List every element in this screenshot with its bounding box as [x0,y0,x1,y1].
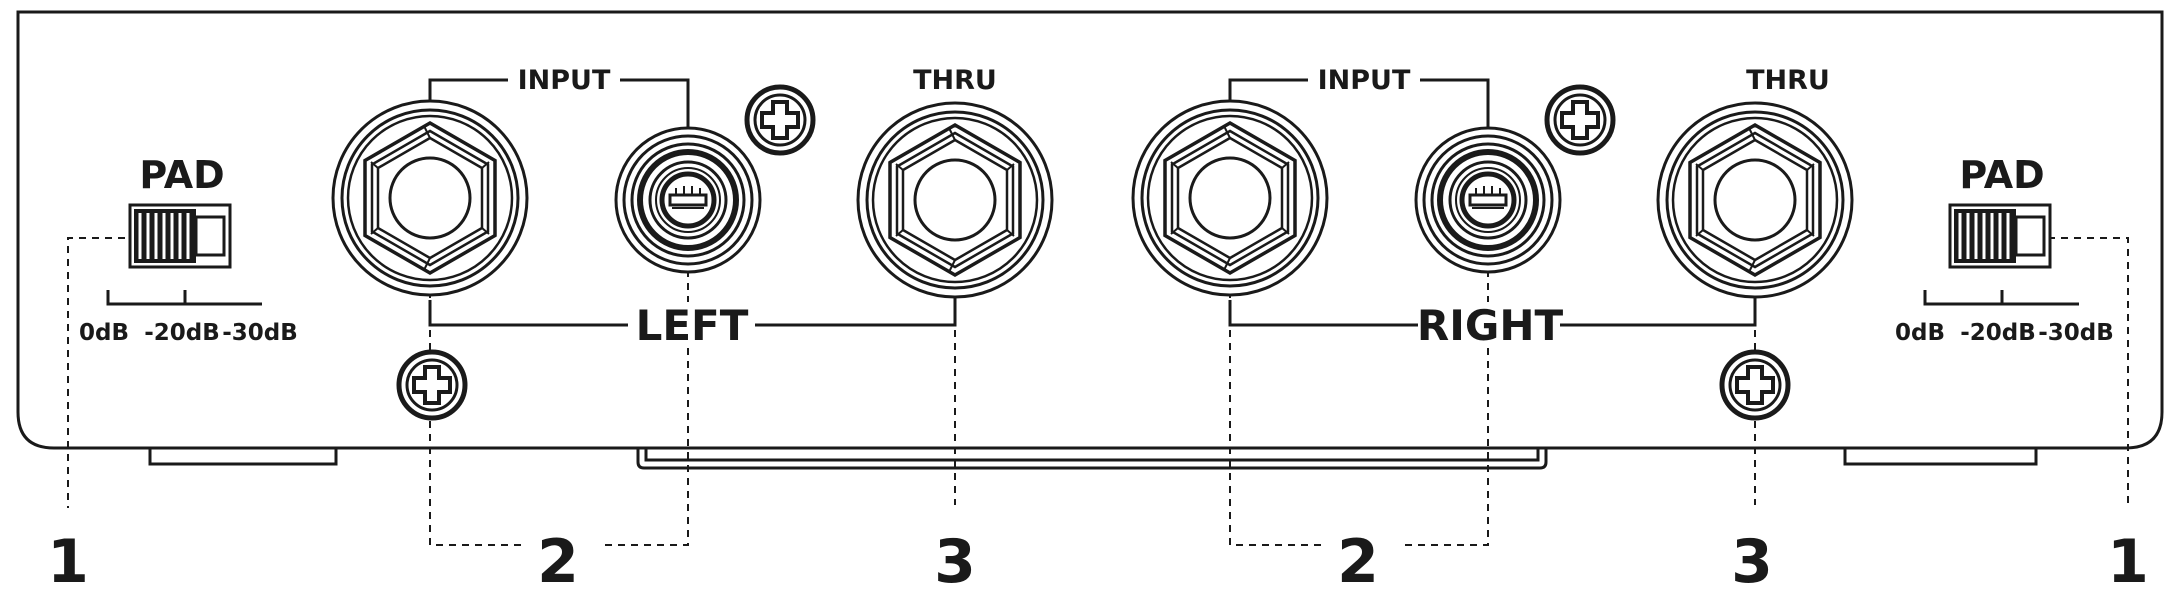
callout-1-left: 1 [47,527,89,594]
left-input-label: INPUT [518,65,611,96]
left-pad-30db: -30dB [222,320,298,346]
callout-2-left: 2 [537,527,579,594]
right-pad-label: PAD [1959,153,2044,197]
center-rail [636,448,1548,470]
right-input-jack-icon [1131,99,1329,297]
left-pad-label: PAD [139,153,224,197]
screw-icon-bottom-right [1722,352,1788,418]
right-pad-30db: -30dB [2038,320,2114,346]
left-foot [148,448,338,466]
right-combo-jack-icon [1416,128,1560,272]
callout-2-right: 2 [1337,527,1379,594]
chassis-outline [16,10,2164,450]
right-thru-label: THRU [1746,65,1830,96]
screw-icon-bottom-left [399,352,465,418]
right-thru-jack-icon [1656,101,1854,299]
callout-1-right: 1 [2107,527,2149,594]
callout-3-left: 3 [934,527,976,594]
callout-3-right: 3 [1731,527,1773,594]
left-pad-20db: -20dB [144,320,220,346]
right-pad-switch-icon [1948,203,2052,269]
left-pad-switch-icon [128,203,232,269]
right-foot [1843,448,2038,466]
right-pad-20db: -20dB [1960,320,2036,346]
left-combo-jack-icon [616,128,760,272]
right-pad-0db: 0dB [1895,320,1945,346]
left-thru-jack-icon [856,101,1054,299]
left-input-jack-icon [331,99,529,297]
screw-icon-top-left [747,87,813,153]
left-pad-0db: 0dB [79,320,129,346]
left-thru-label: THRU [913,65,997,96]
screw-icon-top-right [1547,87,1613,153]
bracket-lines [106,78,2079,327]
right-group-label: RIGHT [1417,301,1564,350]
right-input-label: INPUT [1318,65,1411,96]
left-group-label: LEFT [636,301,749,350]
